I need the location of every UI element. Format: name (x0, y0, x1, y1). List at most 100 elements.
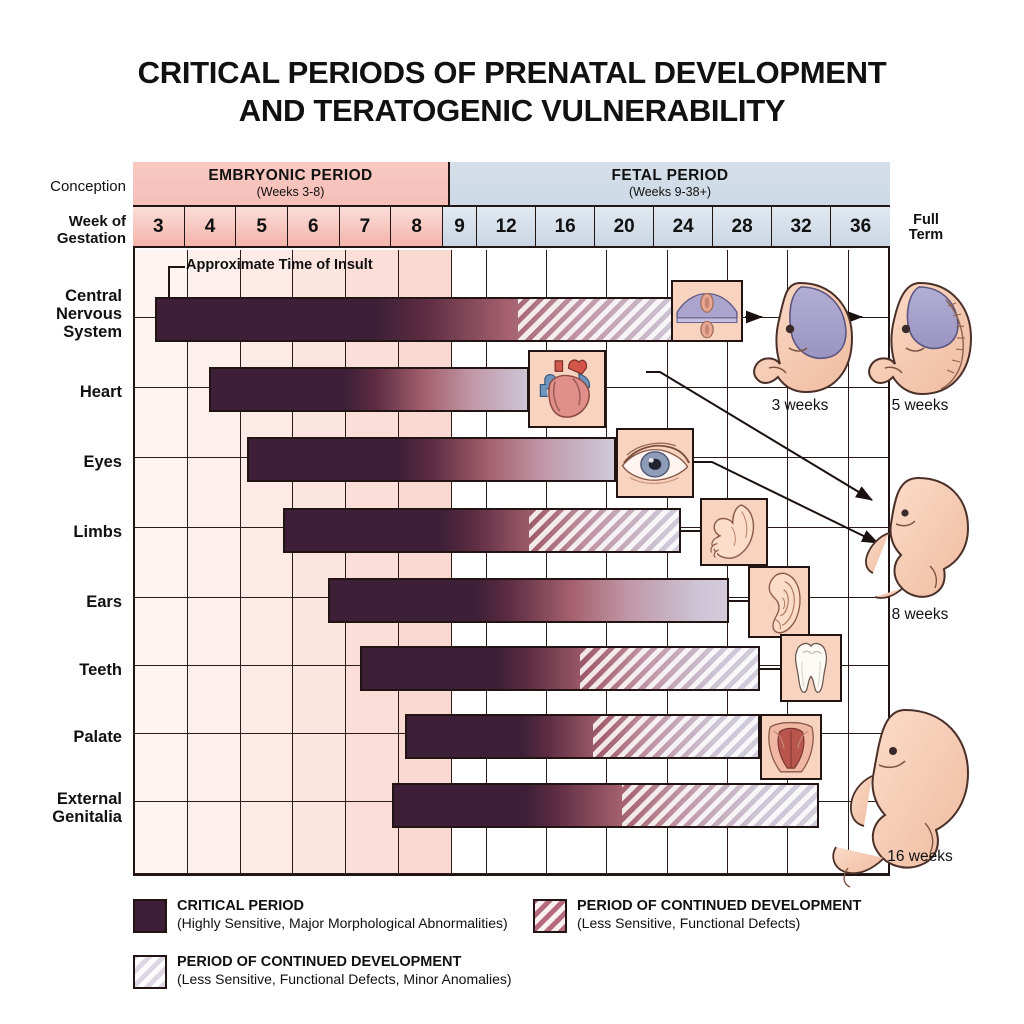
week-of-line2: Gestation (56, 230, 126, 247)
conception-label: Conception (50, 178, 126, 195)
week-cell-4: 4 (184, 207, 237, 246)
legend-item-continued-light: PERIOD OF CONTINUED DEVELOPMENT (Less Se… (133, 954, 563, 989)
palate-icon (760, 714, 822, 780)
week-cell-3: 3 (133, 207, 185, 246)
full-term-line2: Term (908, 226, 944, 243)
week-cell-16: 16 (536, 207, 596, 246)
row-label-line: System (63, 323, 122, 341)
bar-hatch-overlay (518, 299, 673, 340)
legend-sub-continued-light: (Less Sensitive, Functional Defects, Min… (177, 971, 512, 987)
week-cell-6: 6 (287, 207, 340, 246)
row-label-line: Limbs (73, 523, 122, 541)
title-line-1: CRITICAL PERIODS OF PRENATAL DEVELOPMENT (137, 55, 887, 90)
legend-sub-critical: (Highly Sensitive, Major Morphological A… (177, 915, 508, 931)
grid-column-week-32 (788, 250, 849, 874)
legend-swatch-continued-light (133, 955, 167, 989)
bar-gradient (249, 439, 614, 480)
week-cell-24: 24 (654, 207, 714, 246)
full-term-line1: Full (913, 211, 939, 228)
leader-line-ear-icon (729, 600, 748, 602)
bar-ears (328, 578, 729, 623)
bar-external-genitalia (392, 783, 819, 828)
grid-column-week-28 (728, 250, 789, 874)
row-label-ears: Ears (0, 593, 122, 611)
row-label-line: Palate (73, 728, 122, 746)
bar-gradient (330, 580, 727, 621)
bar-central-nervous-system (155, 297, 675, 342)
week-of-gestation-label: Week of Gestation (0, 213, 126, 247)
full-term-label: Full Term (893, 207, 959, 248)
grid-column-week-12 (487, 250, 548, 874)
approximate-time-of-insult-label: Approximate Time of Insult (186, 257, 373, 273)
period-sub-fetal: (Weeks 9-38+) (628, 184, 712, 199)
week-cell-7: 7 (339, 207, 392, 246)
legend-sub-continued-rose: (Less Sensitive, Functional Defects) (577, 915, 801, 931)
legend-item-critical: CRITICAL PERIOD (Highly Sensitive, Major… (133, 898, 563, 933)
week-of-line1: Week of (68, 213, 126, 230)
stage-caption-16weeks: 16 weeks (887, 848, 953, 865)
week-cell-9: 9 (442, 207, 478, 246)
bar-hatch-overlay (529, 510, 679, 551)
grid-column-week-20 (607, 250, 668, 874)
row-label-teeth: Teeth (0, 661, 122, 679)
week-cell-36: 36 (831, 207, 891, 246)
bar-limbs (283, 508, 681, 553)
leader-line-tooth-icon (760, 668, 780, 670)
grid-column-week-5 (240, 250, 294, 874)
legend-title-continued-rose: PERIOD OF CONTINUED DEVELOPMENT (577, 898, 862, 914)
row-label-line: Genitalia (52, 808, 122, 826)
heart-icon (528, 350, 606, 428)
legend-swatch-continued-rose (533, 899, 567, 933)
stage-caption-5weeks: 5 weeks (892, 397, 949, 414)
period-sub-embryonic: (Weeks 3-8) (256, 184, 325, 199)
tooth-icon (780, 634, 842, 702)
grid-column-week-4 (187, 250, 241, 874)
period-banner-fetal: FETAL PERIOD (Weeks 9-38+) (450, 162, 890, 207)
limb-icon (700, 498, 768, 566)
row-label-palate: Palate (0, 728, 122, 746)
grid-column-week-9 (452, 250, 487, 874)
bar-gradient (211, 369, 527, 410)
title-line-2: AND TERATOGENIC VULNERABILITY (238, 93, 786, 128)
period-name-embryonic: EMBRYONIC PERIOD (208, 167, 373, 185)
bar-heart (209, 367, 529, 412)
week-cell-8: 8 (391, 207, 443, 246)
bar-hatch-overlay (622, 785, 817, 826)
row-label-line: Teeth (79, 661, 122, 679)
grid-column-week-7 (346, 250, 399, 874)
grid-column-week-8 (399, 250, 452, 874)
insult-leader-vertical (168, 266, 170, 297)
week-cell-20: 20 (595, 207, 655, 246)
bar-eyes (247, 437, 616, 482)
legend-swatch-critical (133, 899, 167, 933)
plot-area (135, 250, 888, 874)
week-cell-28: 28 (713, 207, 773, 246)
row-label-line: Nervous (55, 305, 122, 323)
page-title: CRITICAL PERIODS OF PRENATAL DEVELOPMENT… (0, 54, 1024, 130)
legend-item-continued-rose: PERIOD OF CONTINUED DEVELOPMENT (Less Se… (533, 898, 933, 933)
row-label-line: Heart (79, 383, 122, 401)
ear-icon (748, 566, 810, 638)
neural-tube-icon (671, 280, 743, 342)
week-cell-12: 12 (477, 207, 537, 246)
week-cell-5: 5 (236, 207, 288, 246)
row-label-line: Eyes (83, 453, 122, 471)
bar-hatch-overlay (579, 648, 758, 689)
grid-column-week-3 (135, 250, 188, 874)
row-label-line: Ears (86, 593, 122, 611)
stage-caption-8weeks: 8 weeks (892, 606, 949, 623)
insult-leader-horizontal (168, 266, 185, 268)
bar-teeth (360, 646, 760, 691)
row-label-line: Central (65, 287, 122, 305)
grid-column-week-16 (547, 250, 608, 874)
row-label-line: External (56, 790, 122, 808)
grid-column-week-6 (293, 250, 347, 874)
row-label-heart: Heart (0, 383, 122, 401)
bar-hatch-overlay (593, 716, 758, 757)
week-cell-32: 32 (772, 207, 832, 246)
period-name-fetal: FETAL PERIOD (611, 167, 729, 185)
row-label-eyes: Eyes (0, 453, 122, 471)
